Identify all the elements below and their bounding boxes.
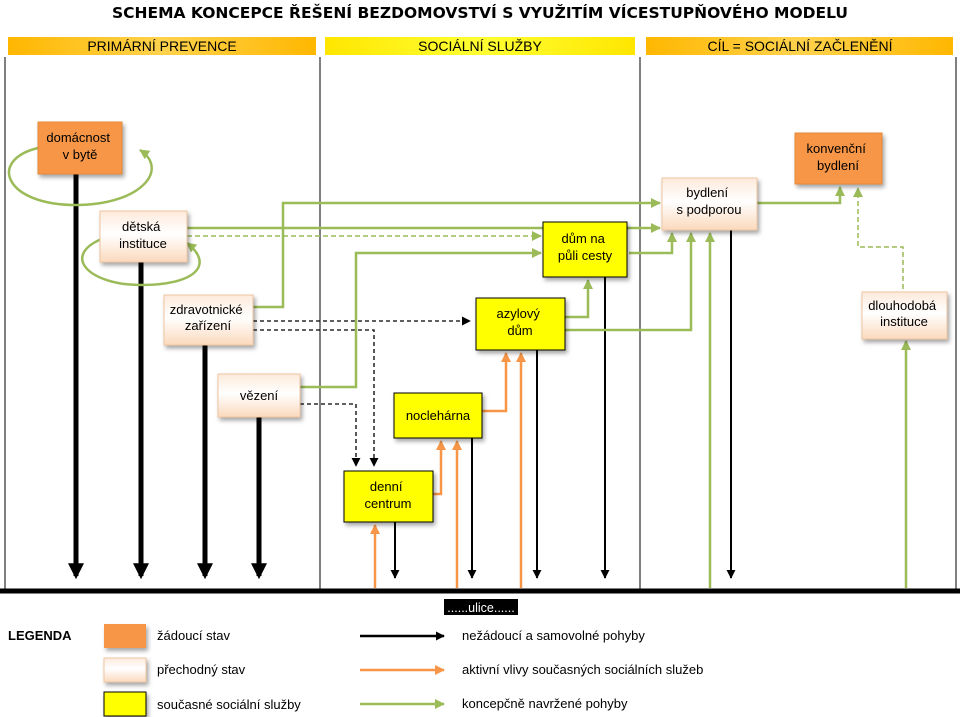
legend: LEGENDA žádoucí stav přechodný stav souč…: [8, 624, 703, 717]
node-domacnost: [37, 121, 123, 175]
arrow-denni-to-nocleharna: [433, 440, 446, 496]
node-azylovy-line1: azylový: [497, 306, 541, 321]
column-headers: PRIMÁRNÍ PREVENCE SOCIÁLNÍ SLUŽBY CÍL = …: [8, 37, 953, 55]
svg-text:zdravotnické zařízení: zdravotnické zařízení: [170, 302, 247, 333]
svg-text:denní centrum: denní centrum: [365, 479, 412, 511]
node-nocleharna-label: noclehárna: [406, 408, 471, 423]
node-konvencni-line1: konvenční: [807, 141, 867, 156]
thin-black-arrows: [390, 230, 736, 579]
node-denni-line1: denní: [370, 479, 403, 494]
svg-text:domácnost v bytě: domácnost v bytě: [46, 130, 113, 162]
legend-desired-label: žádoucí stav: [157, 628, 230, 643]
legend-service-label: současné sociální služby: [157, 697, 301, 712]
column-header-social-services: SOCIÁLNÍ SLUŽBY: [418, 38, 542, 54]
street-label: ......ulice......: [447, 601, 514, 615]
loop-detska: [81, 236, 201, 287]
node-bydleni-line2: s podporou: [676, 202, 741, 217]
loop-domacnost: [7, 146, 153, 207]
node-denni: [343, 470, 434, 523]
arrow-zdravotnicke-to-denni: [253, 329, 379, 467]
node-vezeni-label: vězení: [240, 388, 279, 403]
node-dum-na-puli: [542, 221, 628, 278]
node-dum-line1: dům na: [562, 231, 606, 246]
node-dum-line2: půli cesty: [558, 248, 613, 263]
arrow-dlouhodoba-to-konvencni: [853, 187, 904, 289]
orange-arrows: [370, 352, 526, 588]
legend-black-label: nežádoucí a samovolné pohyby: [462, 628, 645, 643]
header-bar-goal: [646, 37, 953, 55]
arrow-azylovy-to-dum: [565, 279, 593, 319]
node-bydleni: [661, 177, 758, 231]
node-zdravotnicke: [163, 294, 254, 346]
node-konvencni: [794, 132, 883, 185]
svg-text:konvenční bydlení: konvenční bydlení: [807, 141, 870, 173]
svg-text:dlouhodobá instituce: dlouhodobá instituce: [868, 298, 940, 329]
node-dlouhodoba-line1: dlouhodobá: [868, 298, 937, 313]
legend-swatch-service: [103, 691, 147, 717]
node-detska-line2: instituce: [119, 236, 167, 251]
svg-text:dům na půli cesty: dům na půli cesty: [558, 231, 613, 263]
node-vezeni: [217, 373, 301, 418]
node-denni-line2: centrum: [365, 496, 412, 511]
arrow-zdravotnicke-to-bydleni: [253, 198, 661, 309]
node-nocleharna: [393, 392, 483, 439]
arrow-vezeni-to-dum: [300, 248, 542, 389]
column-header-primary-prevention: PRIMÁRNÍ PREVENCE: [87, 38, 236, 54]
node-domacnost-line1: domácnost: [46, 130, 110, 145]
arrow-dum-to-bydleni: [629, 232, 677, 255]
legend-swatch-desired: [104, 624, 146, 648]
node-detska-line1: dětská: [122, 219, 161, 234]
node-domacnost-line2: v bytě: [63, 147, 98, 162]
node-konvencni-line2: bydlení: [817, 158, 859, 173]
column-header-goal: CÍL = SOCIÁLNÍ ZAČLENĚNÍ: [707, 38, 892, 54]
header-bar-social: [325, 37, 635, 55]
svg-text:bydlení s podporou: bydlení s podporou: [676, 185, 741, 217]
legend-green-label: koncepčně navržené pohyby: [462, 696, 628, 711]
arrow-vezeni-to-denni: [300, 403, 361, 467]
node-azylovy: [475, 297, 566, 351]
legend-orange-label: aktivní vlivy současných sociálních služ…: [462, 662, 703, 677]
arrow-bydleni-to-konvencni: [757, 186, 845, 205]
legend-title: LEGENDA: [8, 628, 72, 643]
dashed-black-arrows: [253, 316, 471, 467]
arrow-azylovy-to-bydleni: [565, 232, 696, 332]
node-dlouhodoba-line2: instituce: [880, 314, 928, 329]
svg-text:azylový dům: azylový dům: [497, 306, 544, 338]
node-detska: [99, 210, 188, 263]
legend-transitional-label: přechodný stav: [157, 662, 246, 677]
nodes: domácnost v bytě dětská instituce zdravo…: [37, 121, 948, 523]
street-label-box: [444, 599, 518, 615]
node-azylovy-line2: dům: [507, 323, 532, 338]
svg-text:dětská instituce: dětská instituce: [119, 219, 167, 251]
node-dlouhodoba: [861, 291, 948, 340]
node-zdravotnicke-line1: zdravotnické: [170, 302, 243, 317]
legend-swatch-transitional: [103, 657, 147, 683]
node-zdravotnicke-line2: zařízení: [185, 318, 232, 333]
node-bydleni-line1: bydlení: [686, 185, 728, 200]
thick-black-arrows: [68, 174, 267, 580]
diagram-title: SCHEMA KONCEPCE ŘEŠENÍ BEZDOMOVSTVÍ S VY…: [112, 3, 848, 22]
arrow-nocleharna-to-azylovy: [482, 352, 511, 413]
header-bar-primary: [8, 37, 316, 55]
column-dividers: [4, 57, 957, 591]
